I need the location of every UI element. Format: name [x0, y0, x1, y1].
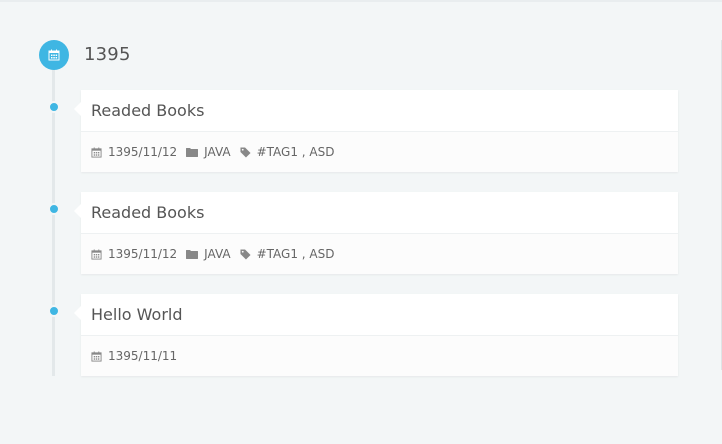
- post-meta: 1395/11/12 JAVA: [81, 132, 678, 172]
- post-tags[interactable]: #TAG1 , ASD: [240, 247, 335, 261]
- timeline-dot: [48, 305, 60, 317]
- post-card[interactable]: Readed Books: [74, 192, 678, 274]
- post-date: 1395/11/12: [91, 145, 177, 159]
- post-meta: 1395/11/12 JAVA: [81, 234, 678, 274]
- year-label: 1395: [84, 44, 131, 65]
- folder-icon: [186, 249, 204, 259]
- calendar-icon: [48, 49, 60, 61]
- post-date: 1395/11/12: [91, 247, 177, 261]
- post-date-text: 1395/11/11: [108, 349, 178, 363]
- tag-icon: [240, 248, 257, 260]
- post-date-text: 1395/11/12: [108, 247, 178, 261]
- post-meta: 1395/11/11: [81, 336, 678, 376]
- post-tags[interactable]: #TAG1 , ASD: [240, 145, 335, 159]
- post-title[interactable]: Hello World: [81, 294, 678, 336]
- post-category-text[interactable]: JAVA: [204, 145, 231, 159]
- post-tags-text[interactable]: #TAG1 , ASD: [256, 145, 335, 159]
- post-card[interactable]: Readed Books: [74, 90, 678, 172]
- post-category[interactable]: JAVA: [186, 145, 231, 159]
- calendar-icon: [91, 350, 108, 362]
- calendar-icon: [91, 248, 108, 260]
- post-date-text: 1395/11/12: [108, 145, 178, 159]
- post-category-text[interactable]: JAVA: [204, 247, 231, 261]
- post-title[interactable]: Readed Books: [81, 192, 678, 234]
- post-title[interactable]: Readed Books: [81, 90, 678, 132]
- post-category[interactable]: JAVA: [186, 247, 231, 261]
- top-divider: [0, 0, 722, 2]
- timeline-dot: [48, 101, 60, 113]
- post-card[interactable]: Hello World: [74, 294, 678, 376]
- folder-icon: [186, 147, 204, 157]
- timeline-line: [52, 62, 55, 376]
- post-date: 1395/11/11: [91, 349, 177, 363]
- year-badge: [39, 40, 69, 70]
- post-tags-text[interactable]: #TAG1 , ASD: [256, 247, 335, 261]
- calendar-icon: [91, 146, 108, 158]
- tag-icon: [240, 146, 257, 158]
- timeline-dot: [48, 203, 60, 215]
